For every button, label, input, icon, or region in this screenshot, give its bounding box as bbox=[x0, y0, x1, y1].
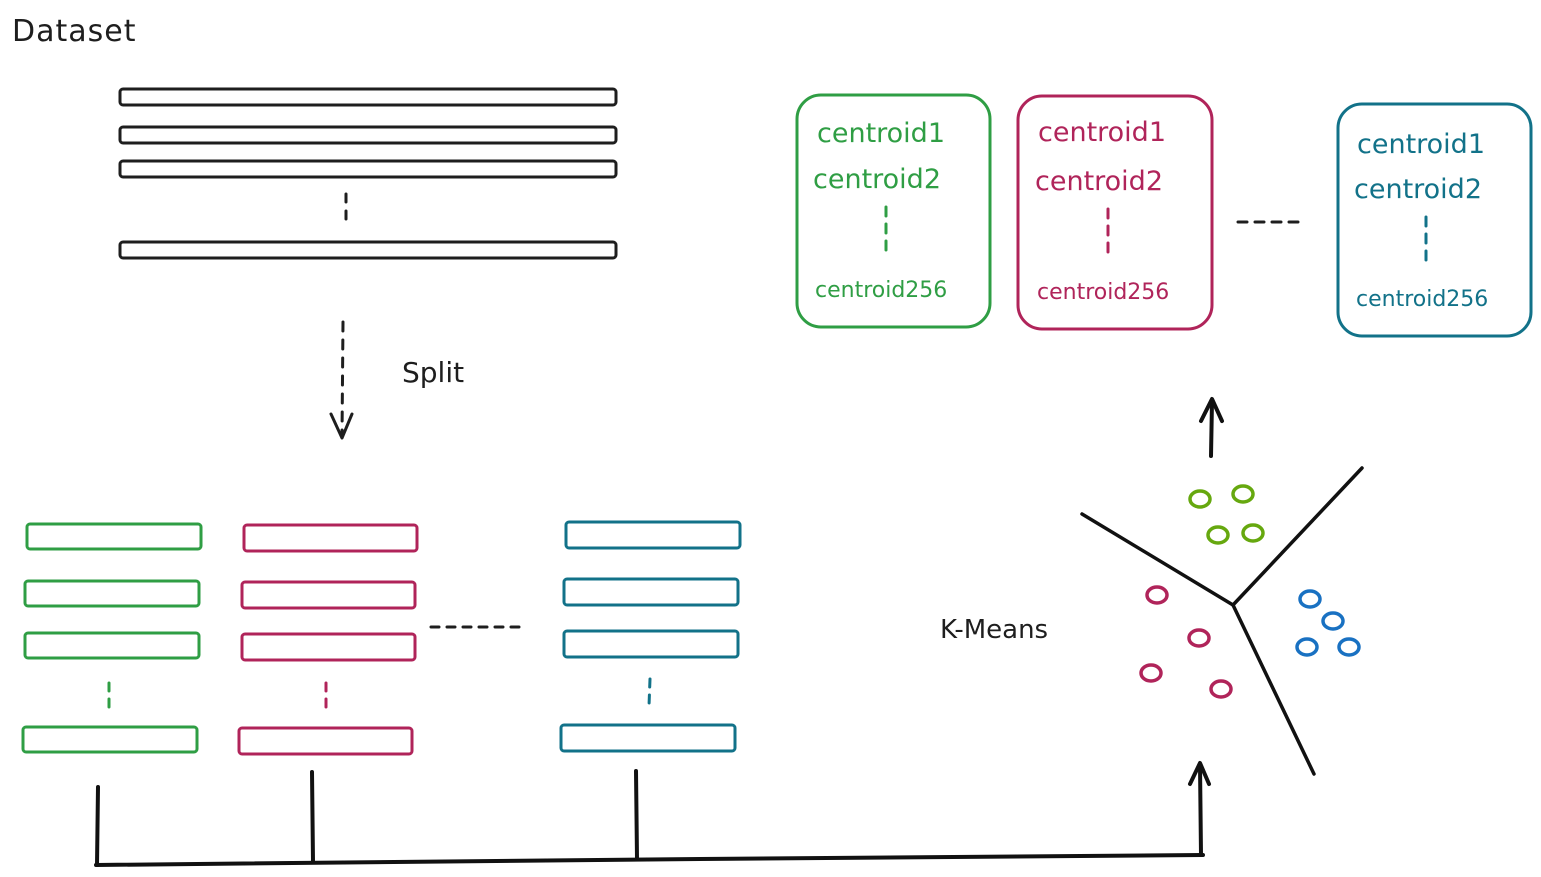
cluster-point bbox=[1241, 523, 1265, 543]
split-arrow bbox=[329, 320, 354, 440]
centroid-label: centroid1 bbox=[1357, 129, 1485, 160]
collector-lines bbox=[94, 761, 1211, 867]
cluster-point bbox=[1209, 679, 1233, 699]
cluster-crimson bbox=[1139, 585, 1233, 699]
split-row bbox=[240, 580, 417, 610]
dataset-row bbox=[118, 87, 618, 107]
dataset-row bbox=[118, 125, 618, 145]
cluster-point bbox=[1206, 525, 1230, 545]
dataset-title: Dataset bbox=[12, 14, 137, 49]
cluster-point bbox=[1187, 628, 1211, 648]
voronoi-boundaries bbox=[1080, 466, 1364, 776]
centroid-label: centroid2 bbox=[1354, 174, 1482, 205]
dataset-rows bbox=[118, 87, 618, 260]
centroid-label: centroid256 bbox=[815, 278, 948, 303]
centroid-label: centroid256 bbox=[1356, 287, 1489, 312]
dataset-row bbox=[118, 159, 618, 179]
split-row bbox=[564, 520, 742, 550]
centroid-label: centroid1 bbox=[817, 118, 945, 149]
split-group-crimson bbox=[237, 523, 419, 756]
split-row bbox=[559, 723, 737, 753]
centroid-card-green bbox=[795, 93, 992, 329]
cluster-point bbox=[1188, 489, 1212, 509]
cluster-point bbox=[1231, 484, 1255, 504]
cluster-point bbox=[1295, 637, 1319, 657]
split-row bbox=[23, 579, 201, 608]
kmeans-label: K-Means bbox=[940, 615, 1049, 645]
split-group-teal bbox=[559, 520, 742, 753]
centroid-label: centroid2 bbox=[1035, 166, 1163, 197]
split-row bbox=[237, 726, 414, 756]
centroid-card-teal bbox=[1336, 102, 1533, 338]
split-row bbox=[25, 522, 203, 551]
split-ellipsis-dash bbox=[647, 677, 652, 708]
split-row bbox=[562, 629, 740, 659]
cluster-point bbox=[1298, 589, 1322, 609]
cluster-blue bbox=[1295, 589, 1361, 657]
centroid-label: centroid2 bbox=[813, 164, 941, 195]
cluster-point bbox=[1145, 585, 1169, 605]
split-group-green bbox=[21, 522, 203, 754]
split-row bbox=[562, 577, 740, 607]
cluster-point bbox=[1337, 637, 1361, 657]
split-row bbox=[242, 523, 419, 553]
centroid-card-crimson bbox=[1016, 94, 1214, 331]
split-row bbox=[240, 632, 417, 662]
split-label: Split bbox=[402, 356, 465, 389]
split-row bbox=[21, 725, 199, 754]
dataset-row bbox=[118, 240, 618, 260]
cluster-point bbox=[1321, 611, 1345, 631]
cluster-lime bbox=[1188, 484, 1265, 545]
split-row bbox=[23, 631, 201, 660]
cluster-point bbox=[1139, 663, 1163, 683]
centroid-label: centroid1 bbox=[1038, 117, 1166, 148]
centroid-label: centroid256 bbox=[1037, 280, 1170, 305]
centroid-output-arrow bbox=[1199, 397, 1224, 458]
